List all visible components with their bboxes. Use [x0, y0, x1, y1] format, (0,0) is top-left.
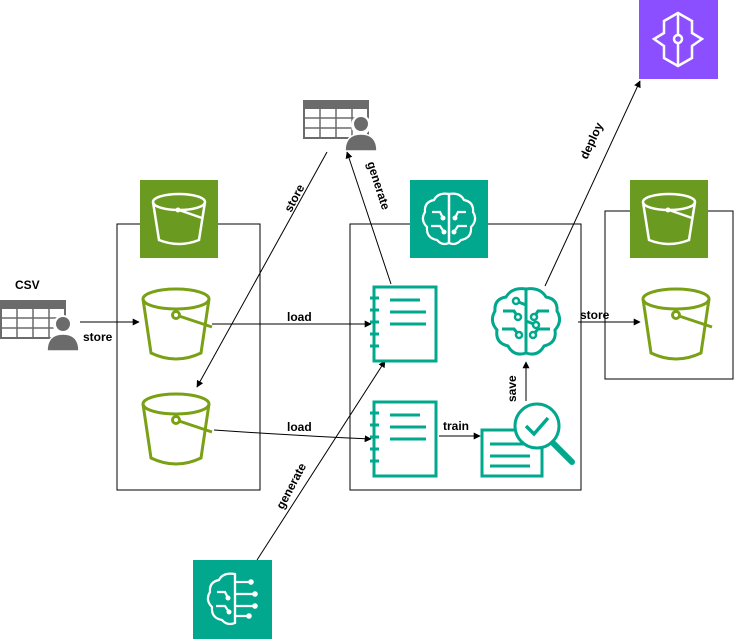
edge-store-table: [196, 151, 328, 388]
shared-table: [303, 100, 378, 152]
notebook-upper: [370, 285, 438, 363]
s3-service-left: [140, 180, 218, 258]
bucket-right: [641, 287, 713, 361]
label-load-upper: load: [287, 310, 312, 324]
sagemaker-service: [410, 180, 488, 258]
bedrock-service: [639, 0, 718, 79]
bucket-upper: [141, 287, 213, 361]
label-store-table: store: [281, 182, 307, 215]
label-store-csv: store: [83, 330, 113, 344]
notebook-lower: [370, 400, 438, 478]
label-deploy: deploy: [577, 120, 606, 161]
label-load-lower: load: [287, 420, 312, 434]
edge-deploy: [544, 80, 641, 287]
edge-load-lower: [213, 429, 372, 443]
s3-service-right: [630, 180, 708, 258]
csv-label: CSV: [15, 278, 40, 292]
label-generate-top: generate: [364, 160, 393, 212]
sagemaker-bottom: [193, 560, 272, 639]
model-brain: [490, 287, 562, 356]
label-save: save: [505, 375, 519, 402]
evaluation: [480, 402, 575, 478]
label-generate-bottom: generate: [273, 460, 309, 511]
table-user-icon: [0, 300, 80, 352]
label-train: train: [443, 419, 469, 433]
csv-source: CSV: [0, 278, 80, 352]
edge-generate-bottom: [256, 360, 386, 561]
label-store-model: store: [580, 308, 610, 322]
bucket-lower: [141, 392, 213, 466]
edge-generate-top: [345, 151, 392, 285]
